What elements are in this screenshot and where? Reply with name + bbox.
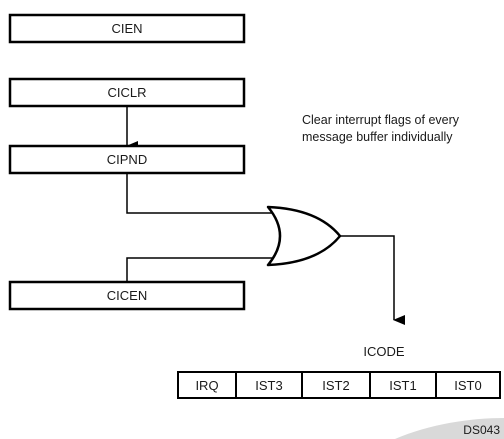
cipnd-to-gate-wire xyxy=(126,174,282,214)
cicen-register: CICEN xyxy=(8,280,246,311)
icode-field-label-ist2: IST2 xyxy=(322,378,349,393)
note-line-1: Clear interrupt flags of every xyxy=(302,113,460,127)
icode-field-label-ist3: IST3 xyxy=(255,378,282,393)
ciclr-register: CICLR xyxy=(8,77,246,108)
icode-field-label-ist1: IST1 xyxy=(389,378,416,393)
cien-register: CIEN xyxy=(8,13,246,44)
cicen-to-gate-wire xyxy=(126,257,282,282)
note-line-2: message buffer individually xyxy=(302,130,453,144)
cipnd-register: CIPND xyxy=(8,144,246,175)
or-gate xyxy=(266,205,342,267)
cien-label: CIEN xyxy=(111,21,142,36)
icode-field-ist3 xyxy=(235,371,303,399)
icode-field-ist1 xyxy=(369,371,437,399)
ciclr-label: CICLR xyxy=(107,85,146,100)
cicen-label: CICEN xyxy=(107,288,147,303)
icode-register: IRQ IST3 IST2 IST1 IST0 xyxy=(177,371,501,399)
cipnd-label: CIPND xyxy=(107,152,147,167)
gate-output-arrow xyxy=(340,235,405,325)
icode-field-ist0 xyxy=(435,371,501,399)
icode-label: ICODE xyxy=(363,344,405,359)
icode-field-ist2 xyxy=(301,371,371,399)
icode-field-label-irq: IRQ xyxy=(195,378,218,393)
watermark-swoosh xyxy=(395,418,504,439)
document-id: DS043 xyxy=(463,423,500,437)
note-text: Clear interrupt flags of every message b… xyxy=(302,113,460,144)
icode-field-label-ist0: IST0 xyxy=(454,378,481,393)
